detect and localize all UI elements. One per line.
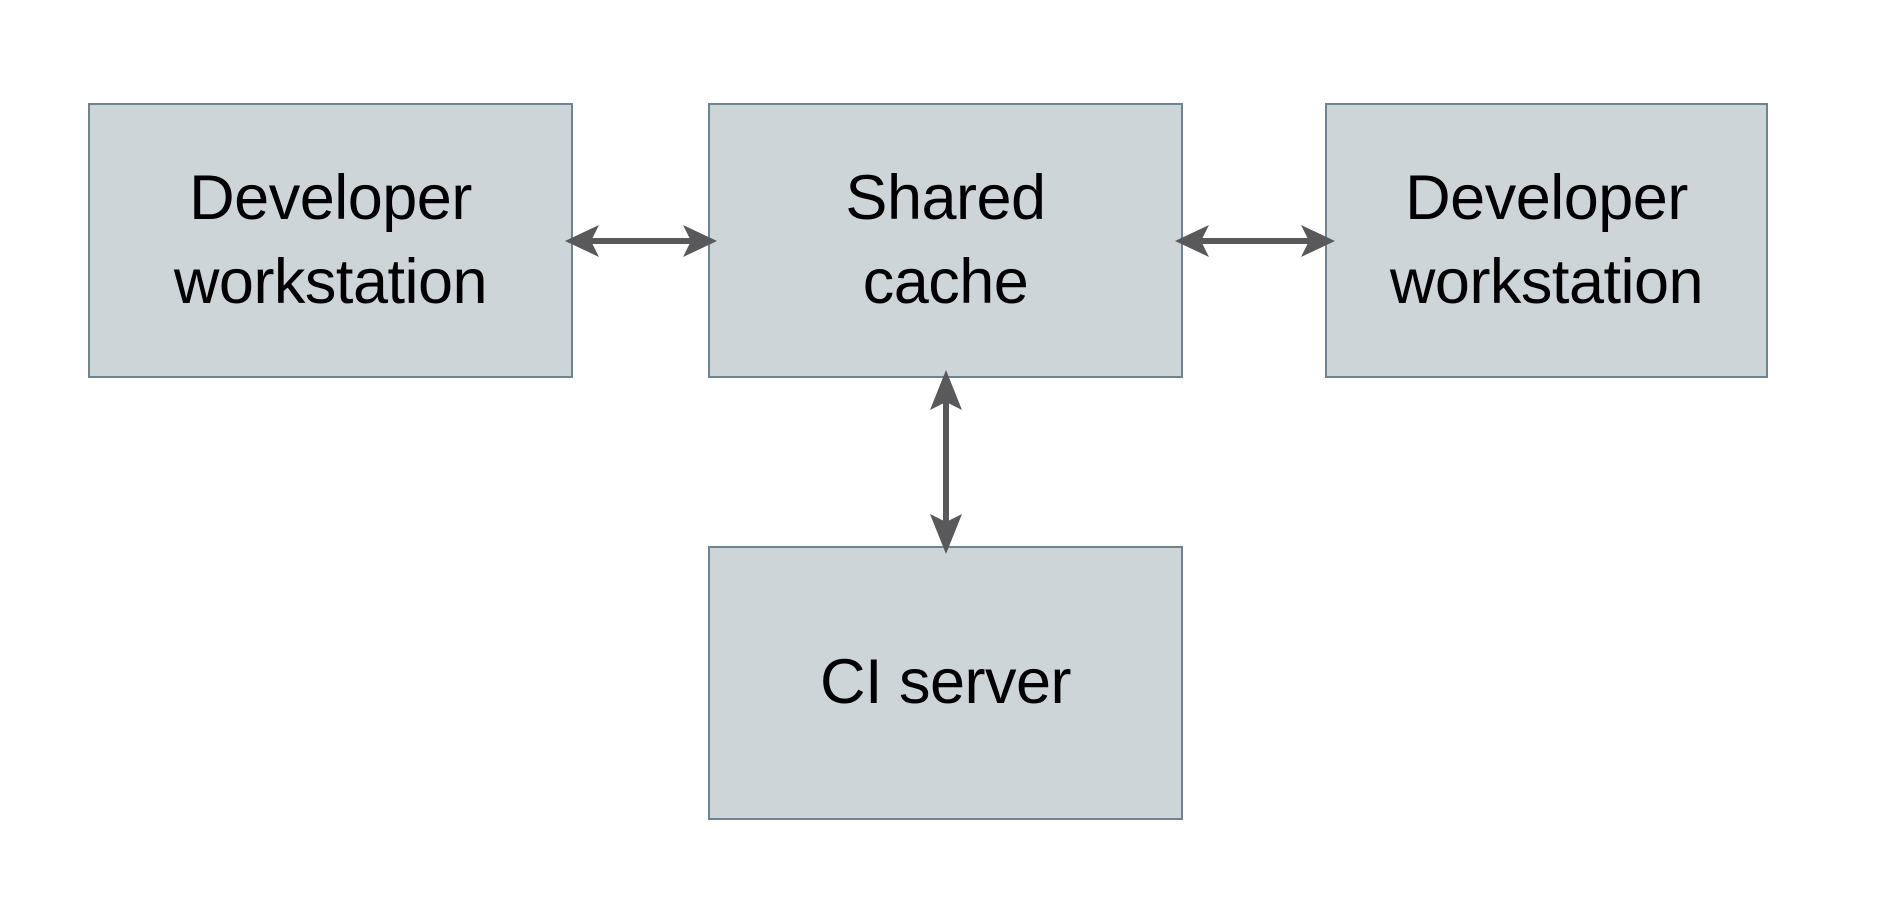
node-label: Shared cache — [845, 162, 1046, 317]
node-label: CI server — [819, 647, 1072, 718]
node-label: Developer workstation — [1389, 162, 1704, 317]
node-ci-server[interactable]: CI server — [708, 546, 1183, 820]
connector-shared-cache-to-dev-right[interactable] — [1175, 210, 1335, 272]
node-developer-workstation-right[interactable]: Developer workstation — [1325, 103, 1768, 378]
connector-dev-left-to-shared-cache[interactable] — [565, 210, 717, 272]
node-label: Developer workstation — [173, 162, 488, 317]
node-shared-cache[interactable]: Shared cache — [708, 103, 1183, 378]
double-arrow-icon — [565, 225, 717, 257]
double-arrow-icon — [930, 370, 962, 554]
node-developer-workstation-left[interactable]: Developer workstation — [88, 103, 573, 378]
double-arrow-icon — [1175, 225, 1335, 257]
connector-shared-cache-to-ci-server[interactable] — [915, 370, 977, 554]
